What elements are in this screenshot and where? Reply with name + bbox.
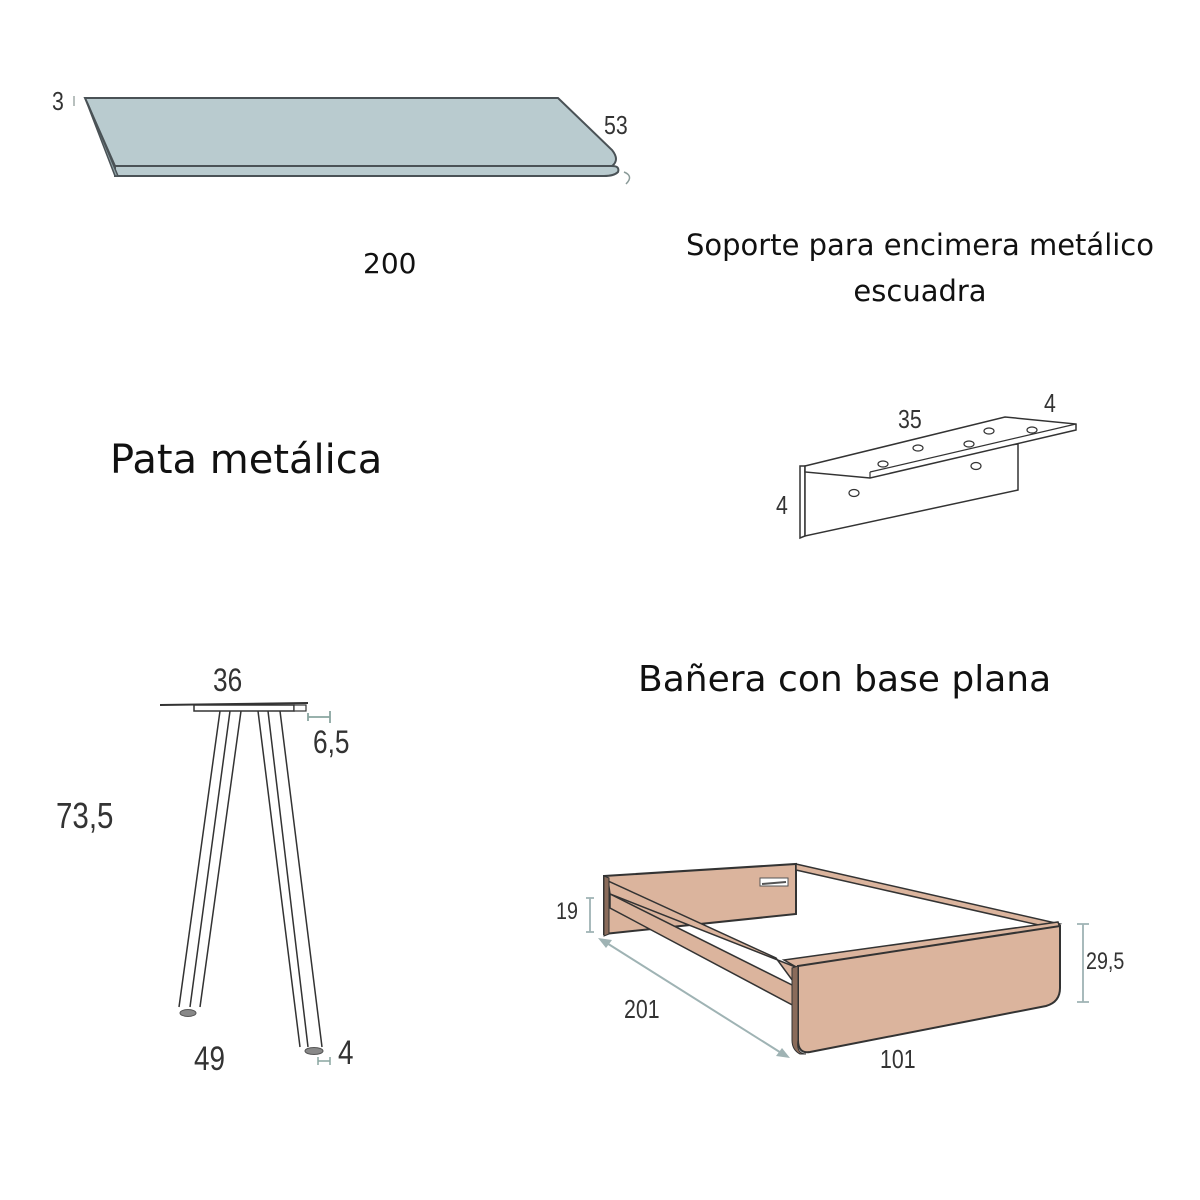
- plate-offset-dimension-line: [307, 711, 331, 723]
- bracket-hole: [963, 440, 975, 448]
- tub-front-height-label: 29,5: [1086, 948, 1125, 975]
- front-height-dimension-line: [1077, 923, 1089, 1003]
- bracket-hole: [970, 461, 982, 471]
- bracket-hole: [983, 427, 995, 435]
- bracket-hole: [848, 488, 860, 498]
- tub-back-height-label: 19: [556, 898, 578, 925]
- countertop-front-edge: [114, 165, 620, 177]
- leg-right-tube: [257, 710, 323, 1048]
- tub-length-label: 201: [624, 994, 660, 1024]
- corner-radius-mark: [623, 171, 631, 185]
- leg-top-plate: [159, 702, 309, 706]
- leg-plate-offset-label: 6,5: [313, 724, 350, 760]
- tub-width-label: 101: [880, 1044, 916, 1074]
- bracket-hole: [912, 444, 924, 452]
- leg-right-foot: [304, 1047, 324, 1055]
- leg-title: Pata metálica: [110, 437, 383, 483]
- bracket-hole: [877, 460, 889, 468]
- support-title: Soporte para encimera metálico escuadra: [685, 228, 1154, 308]
- countertop-diagram: [73, 96, 631, 185]
- countertop-depth-label: 53: [604, 110, 628, 140]
- leg-left-foot: [179, 1009, 197, 1017]
- countertop-thickness-label: 3: [52, 86, 64, 116]
- countertop-top-face: [83, 97, 617, 167]
- bracket-hole: [1026, 426, 1038, 434]
- tub-base-diagram: [586, 862, 1089, 1058]
- support-length-label: 35: [898, 404, 922, 434]
- tub-front-panel: [797, 924, 1061, 1054]
- support-top-width-label: 4: [1044, 388, 1056, 418]
- leg-foot-label: 4: [338, 1034, 354, 1072]
- support-height-label: 4: [776, 490, 788, 520]
- back-height-dimension-line: [586, 897, 594, 933]
- metal-leg-diagram: [159, 702, 331, 1065]
- tub-title: Bañera con base plana: [638, 659, 1052, 700]
- countertop-left-edge: [84, 97, 120, 177]
- foot-dimension-line: [317, 1057, 331, 1065]
- countertop-width-label: 200: [363, 247, 417, 280]
- tub-right-rail: [795, 863, 1063, 929]
- leg-top-width-label: 36: [213, 662, 243, 698]
- leg-height-label: 73,5: [56, 795, 114, 836]
- support-bracket-diagram: [799, 416, 1077, 540]
- length-dimension-arrow: [601, 939, 787, 1057]
- leg-base-width-label: 49: [194, 1040, 226, 1078]
- leg-left-tube: [178, 710, 242, 1008]
- bracket-top-flange: [804, 416, 1077, 479]
